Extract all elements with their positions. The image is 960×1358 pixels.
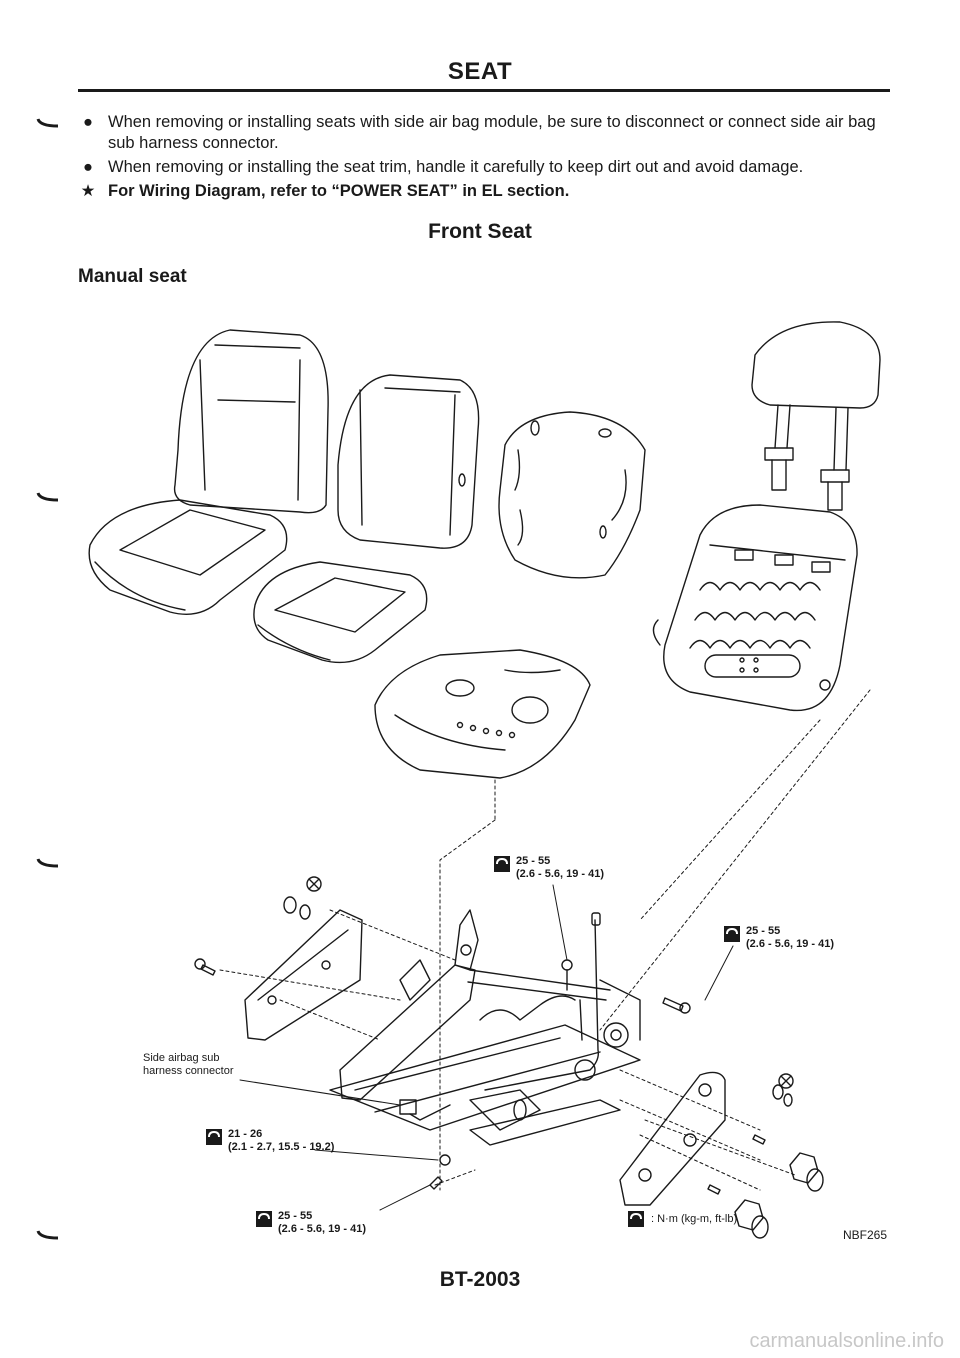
recliner-knob <box>734 1152 824 1239</box>
torque-spec: 25 - 55(2.6 - 5.6, 19 - 41) <box>255 1210 366 1236</box>
torque-detail: (2.6 - 5.6, 19 - 41) <box>746 938 835 950</box>
note-text: When removing or installing the seat tri… <box>108 158 804 176</box>
note-item: ● When removing or installing seats with… <box>78 112 898 154</box>
notes-list: ● When removing or installing seats with… <box>78 112 898 205</box>
torque-spec: 25 - 55(2.6 - 5.6, 19 - 41) <box>723 925 834 951</box>
seatback-frame <box>652 504 858 712</box>
seatback-pad <box>337 374 480 549</box>
bolt-icon <box>194 958 766 1195</box>
torque-detail: (2.1 - 2.7, 15.5 - 19.2) <box>228 1141 335 1153</box>
note-item-wiring: ★ For Wiring Diagram, refer to “POWER SE… <box>78 181 898 202</box>
seat-slide-rails <box>244 909 641 1146</box>
note-item: ● When removing or installing the seat t… <box>78 157 898 178</box>
note-text: When removing or installing seats with s… <box>108 113 876 152</box>
right-side-rail <box>619 1071 726 1206</box>
section-title: Front Seat <box>428 220 532 243</box>
star-icon: ★ <box>80 182 96 200</box>
figure-code: NBF265 <box>843 1228 888 1242</box>
wrench-icon <box>724 926 740 942</box>
seatback-cover <box>498 411 646 579</box>
legend-text: : N·m (kg-m, ft-lb) <box>651 1213 738 1225</box>
seat-cushion-trim <box>88 499 288 615</box>
torque-value: 25 - 55 <box>278 1210 313 1222</box>
torque-value: 25 - 55 <box>746 925 781 937</box>
margin-marker-icon <box>36 1230 59 1240</box>
bullet-icon: ● <box>83 158 93 176</box>
torque-spec: 25 - 55(2.6 - 5.6, 19 - 41) <box>493 855 604 881</box>
clip-icon <box>283 896 793 1107</box>
torque-value: 25 - 55 <box>516 855 551 867</box>
watermark: carmanualsonline.info <box>749 1330 944 1352</box>
torque-spec: 21 - 26(2.1 - 2.7, 15.5 - 19.2) <box>205 1128 334 1154</box>
page-title: SEAT <box>447 58 513 85</box>
bullet-icon: ● <box>83 113 93 131</box>
connector-label-line2: harness connector <box>143 1065 234 1077</box>
note-text: For Wiring Diagram, refer to “POWER SEAT… <box>108 182 570 200</box>
wrench-icon <box>494 856 510 872</box>
margin-marker-icon <box>36 492 59 502</box>
torque-value: 21 - 26 <box>228 1128 263 1140</box>
connector-label-line1: Side airbag sub <box>143 1052 220 1064</box>
torque-detail: (2.6 - 5.6, 19 - 41) <box>278 1223 367 1235</box>
section-subtitle: Manual seat <box>78 266 187 287</box>
wrench-icon <box>206 1129 222 1145</box>
do-not-reuse-icon <box>306 876 794 1089</box>
page-number: BT-2003 <box>439 1268 521 1291</box>
torque-legend: : N·m (kg-m, ft-lb) <box>627 1210 737 1228</box>
torque-detail: (2.6 - 5.6, 19 - 41) <box>516 868 605 880</box>
seatback-trim <box>173 329 329 514</box>
wrench-icon <box>256 1211 272 1227</box>
header-rule <box>78 89 890 92</box>
seat-cushion-frame <box>374 649 591 779</box>
seat-exploded-diagram <box>88 321 881 1239</box>
seat-cushion-pad <box>253 561 428 664</box>
margin-marker-icon <box>36 858 59 868</box>
wrench-icon <box>628 1211 644 1227</box>
margin-marker-icon <box>36 118 59 128</box>
headrest <box>751 321 881 511</box>
